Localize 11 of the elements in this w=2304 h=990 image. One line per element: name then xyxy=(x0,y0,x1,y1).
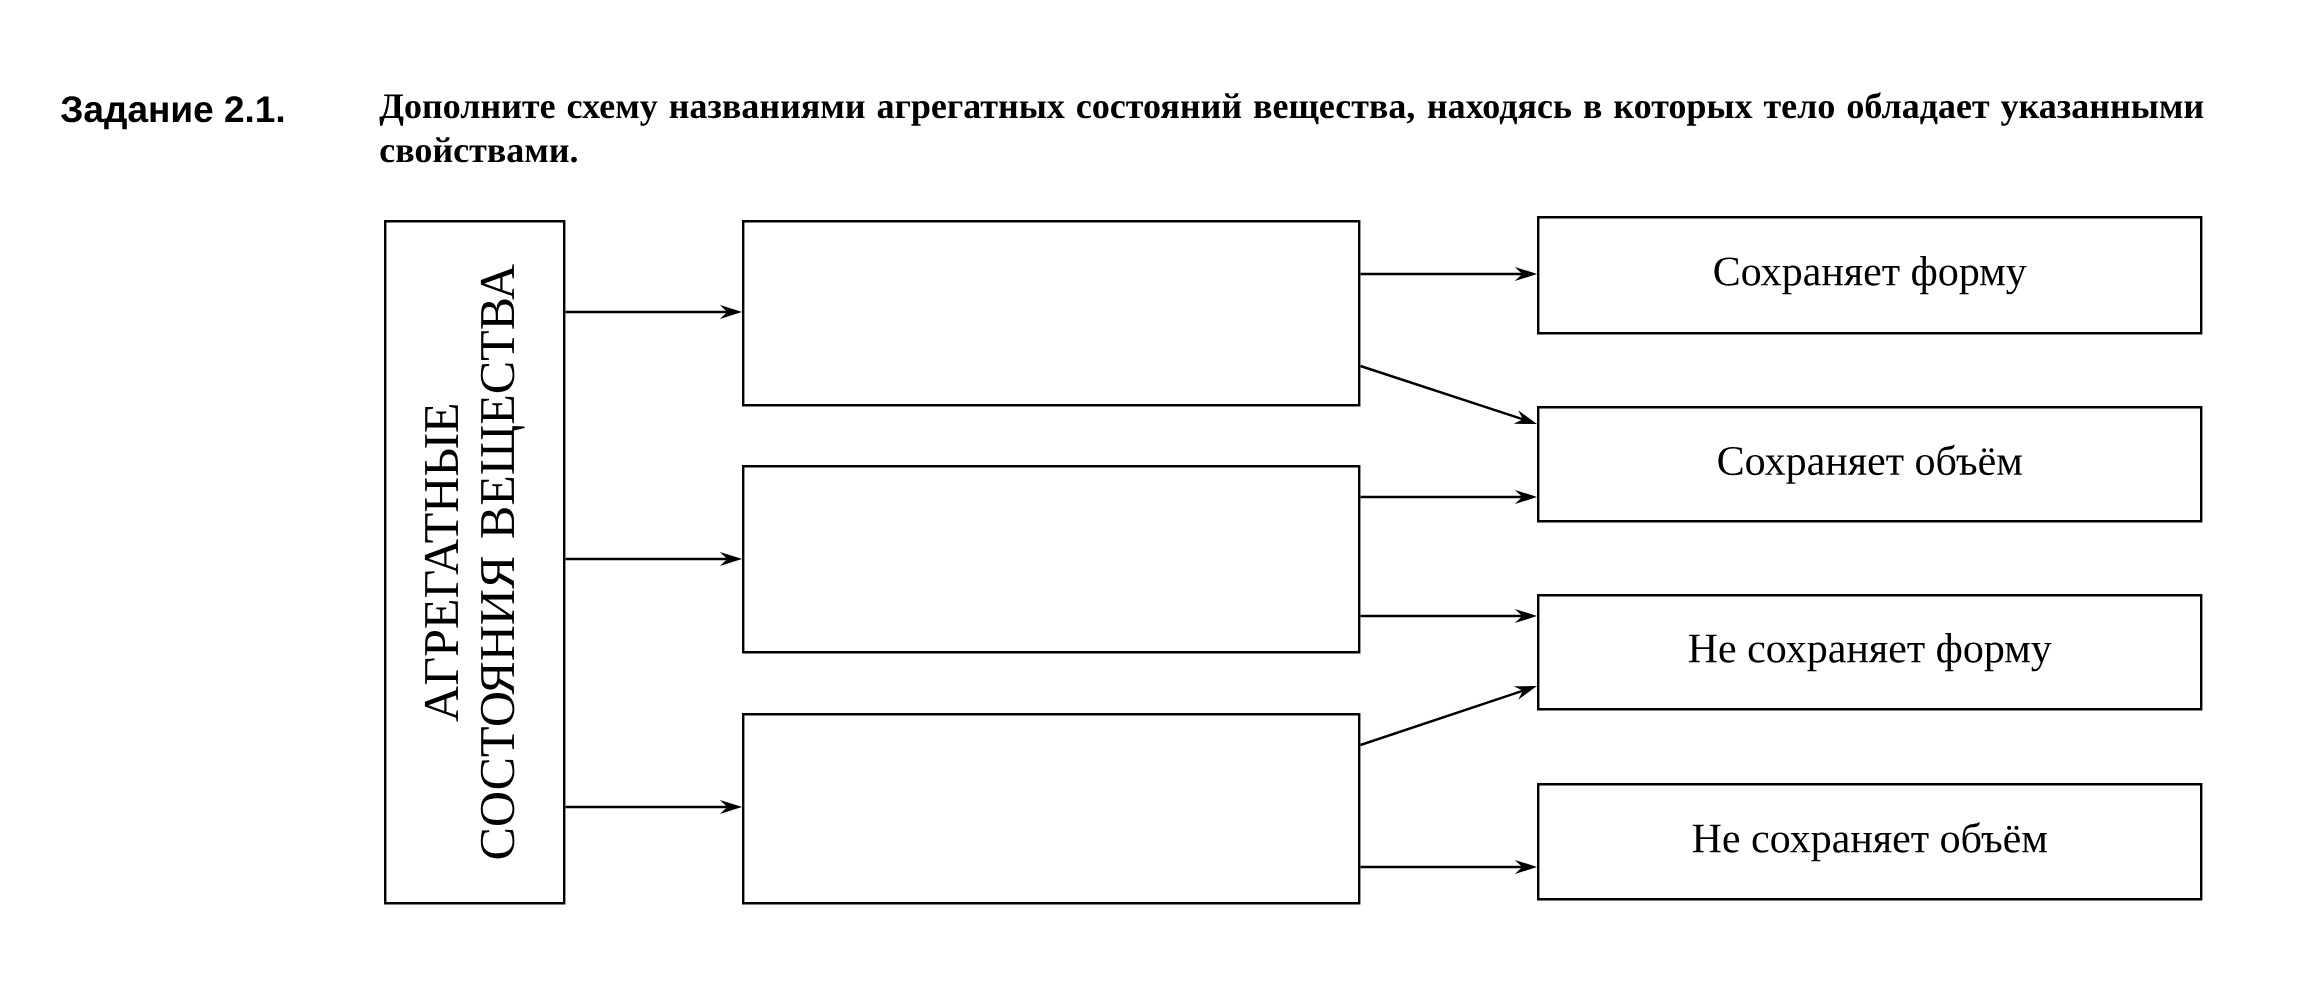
answer-box xyxy=(742,713,1361,905)
property-box: Сохраняет объём xyxy=(1537,406,2203,523)
task-number: Задание 2.1. xyxy=(61,96,284,130)
answer-box xyxy=(742,465,1361,654)
answer-box xyxy=(742,220,1361,407)
heading-box xyxy=(384,220,566,905)
property-box: Сохраняет форму xyxy=(1537,216,2203,335)
vertical-text: АГРЕГАТНЫЕ СОСТОЯНИЯ ВЕЩЕСТВА xyxy=(424,264,525,859)
task-text: Дополните схему названиями агрегатных состояний вещества, находясь в которых тело обладает указанными свойствами. xyxy=(379,92,2204,163)
property-box: Не сохраняет форму xyxy=(1537,594,2203,711)
property-box: Не сохраняет объём xyxy=(1537,783,2203,901)
